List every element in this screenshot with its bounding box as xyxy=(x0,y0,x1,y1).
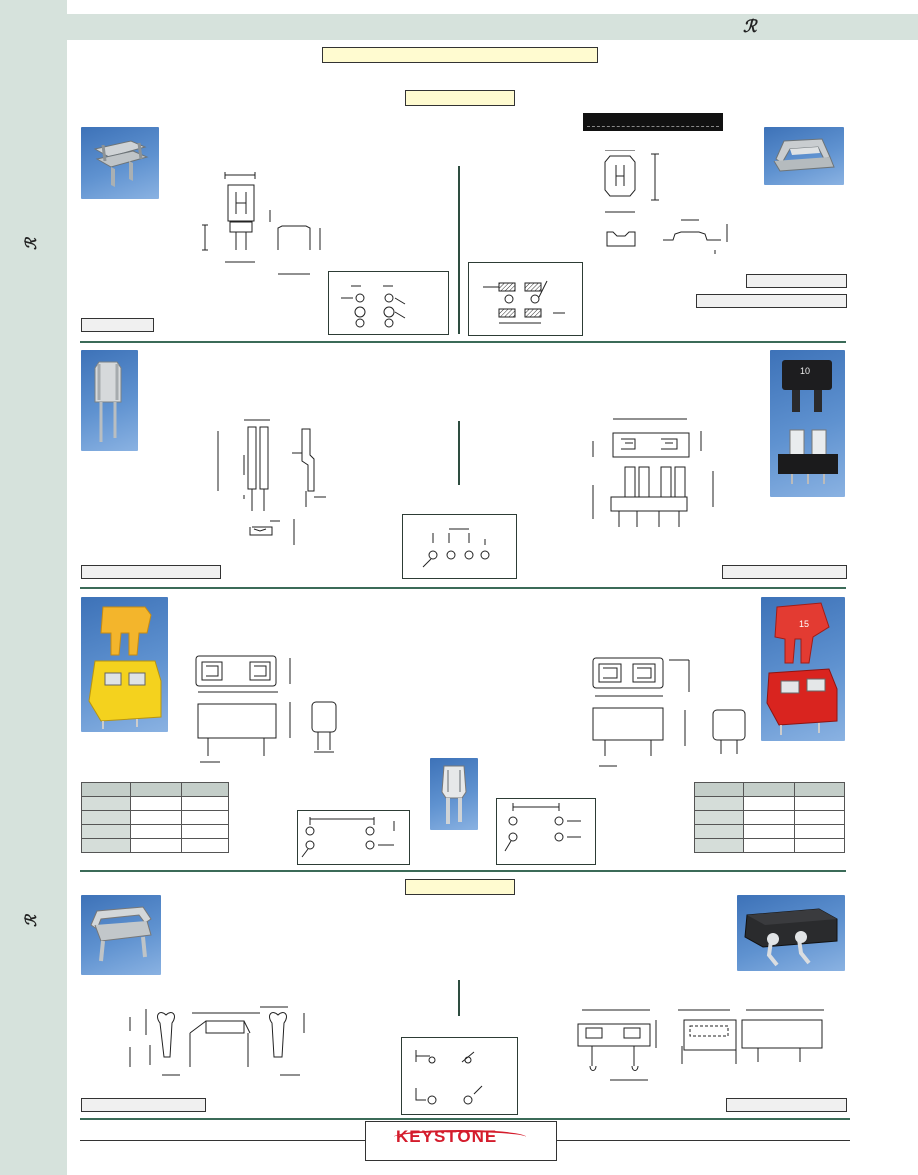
logo-text: KEYSTONE xyxy=(396,1127,498,1146)
yellow-holder-drawing xyxy=(190,652,350,770)
section-divider xyxy=(80,341,846,343)
clip-photo-3 xyxy=(81,895,161,975)
red-fuse-holder-photo: 15 xyxy=(761,597,845,741)
section-divider-vertical xyxy=(458,166,460,334)
black-holder-photo xyxy=(737,895,845,971)
ul-mark-icon: ℛ xyxy=(21,917,40,927)
logo-swoosh-icon xyxy=(394,1130,526,1144)
label-box xyxy=(746,274,847,288)
page-title-box xyxy=(322,47,598,63)
pcb-layout xyxy=(496,798,596,865)
red-holder-drawing xyxy=(585,652,755,782)
series-bar xyxy=(583,113,723,131)
section-title-box xyxy=(405,879,515,895)
label-box xyxy=(722,565,847,579)
footer-divider xyxy=(80,1118,850,1120)
svg-text:15: 15 xyxy=(799,619,809,629)
section-title-box xyxy=(405,90,515,106)
pcb-layout xyxy=(468,262,583,336)
clip-drawing xyxy=(200,170,325,280)
black-holder-drawing xyxy=(570,1000,840,1090)
pcb-layout xyxy=(328,271,449,335)
clip-drawing xyxy=(595,150,740,255)
label-box xyxy=(696,294,847,308)
fuse-terminal-photo xyxy=(430,758,478,830)
section-divider-vertical xyxy=(458,421,460,485)
fuse-clip-drawing xyxy=(210,415,335,550)
section-divider xyxy=(80,587,846,589)
pcb-layout xyxy=(401,1037,518,1115)
label-box xyxy=(81,318,154,332)
ul-mark-icon: ℛ xyxy=(743,17,757,37)
clip-photo xyxy=(81,127,159,199)
svg-text:10: 10 xyxy=(800,366,810,376)
fuse-clip-photo xyxy=(81,350,138,451)
section-divider-vertical xyxy=(458,980,460,1016)
spec-table xyxy=(694,782,845,853)
label-box xyxy=(81,565,221,579)
spec-table xyxy=(81,782,229,853)
pcb-layout xyxy=(402,514,517,579)
clip-drawing xyxy=(120,995,320,1085)
sidebar-band xyxy=(0,0,67,1175)
label-box xyxy=(81,1098,206,1112)
top-band xyxy=(67,14,918,40)
label-box xyxy=(726,1098,847,1112)
keystone-logo: KEYSTONE xyxy=(365,1121,557,1161)
mini-fuse-holder-photo: 10 xyxy=(770,350,845,497)
yellow-fuse-holder-photo xyxy=(81,597,168,732)
pcb-layout xyxy=(297,810,410,865)
mini-holder-drawing xyxy=(585,415,725,545)
clip-photo-2 xyxy=(764,127,844,185)
section-divider xyxy=(80,870,846,872)
ul-mark-icon: ℛ xyxy=(21,240,40,250)
